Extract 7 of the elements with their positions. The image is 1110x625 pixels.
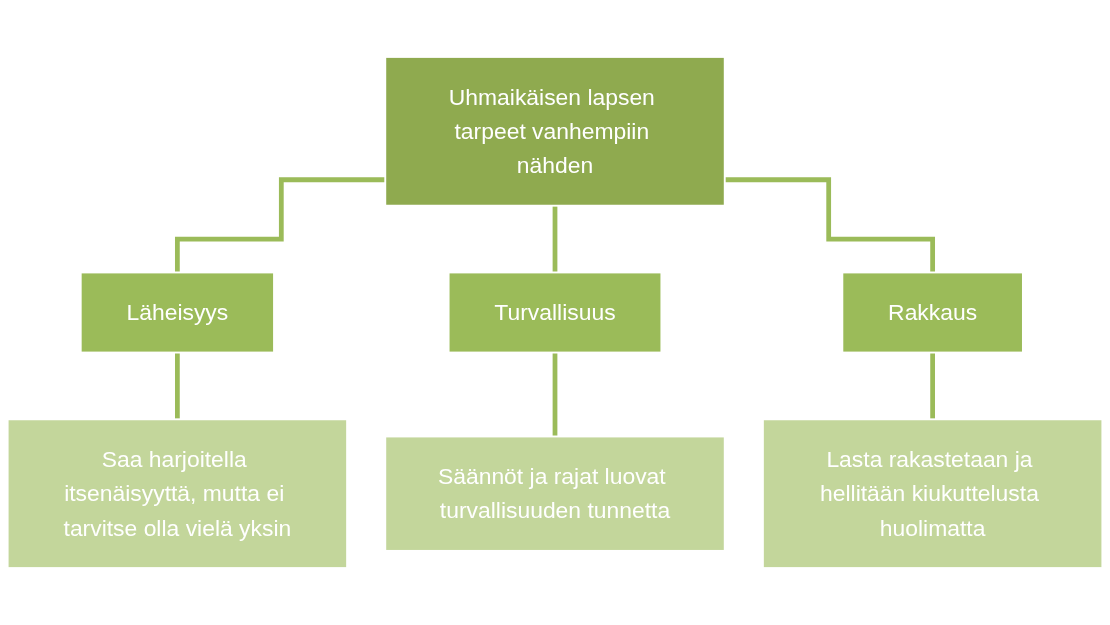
node-box: Rakkaus (841, 271, 1024, 354)
node-box: Turvallisuus (447, 271, 663, 354)
node-box: Läheisyys (79, 271, 275, 354)
node-box: Säännöt ja rajat luovat turvallisuuden tunnetta (384, 435, 726, 552)
node-box: Saa harjoitella itsenäisyyttä, mutta ei tarvitse olla vielä yksin (6, 418, 349, 570)
node-box: Lasta rakastetaan ja hellitään kiukuttelusta huolimatta (761, 418, 1104, 570)
node-box: Uhmaikäisen lapsen tarpeet vanhempiin nähden (384, 55, 726, 207)
